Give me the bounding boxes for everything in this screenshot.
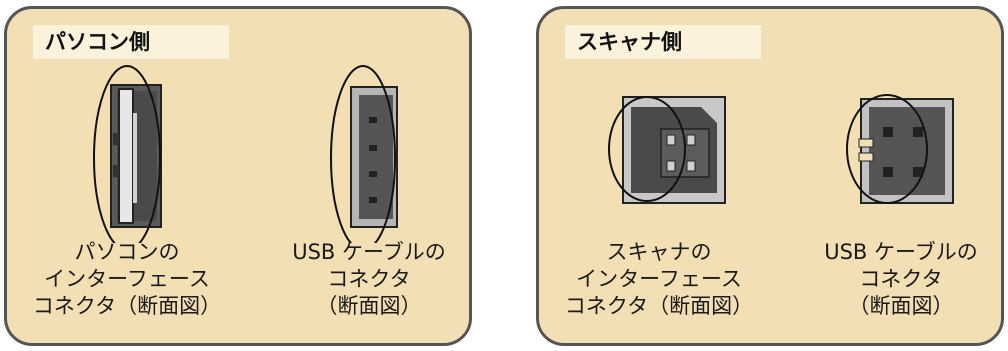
pc-cable-caption: USB ケーブルの コネクタ （断面図） — [292, 240, 446, 318]
scanner-side-title: スキャナ側 — [565, 25, 761, 59]
scanner-side-panel: スキャナ側 スキャナの インターフェース コネクタ（断面図） USB ケーブルの… — [536, 6, 1004, 346]
scanner-cable-caption: USB ケーブルの コネクタ （断面図） — [824, 240, 978, 318]
usb-a-cable-connector-diagram — [330, 65, 398, 243]
usb-b-cable-connector-diagram — [846, 94, 954, 204]
pc-side-panel: パソコン側 パソコンの インターフェース コネクタ（断面図） USB ケーブルの… — [4, 6, 472, 346]
scanner-interface-connector-diagram — [608, 96, 726, 204]
scanner-interface-caption: スキャナの インターフェース コネクタ（断面図） — [564, 240, 754, 318]
pc-interface-caption: パソコンの インターフェース コネクタ（断面図） — [32, 240, 222, 318]
pc-side-title: パソコン側 — [33, 25, 229, 59]
pc-interface-connector-diagram — [93, 65, 162, 243]
